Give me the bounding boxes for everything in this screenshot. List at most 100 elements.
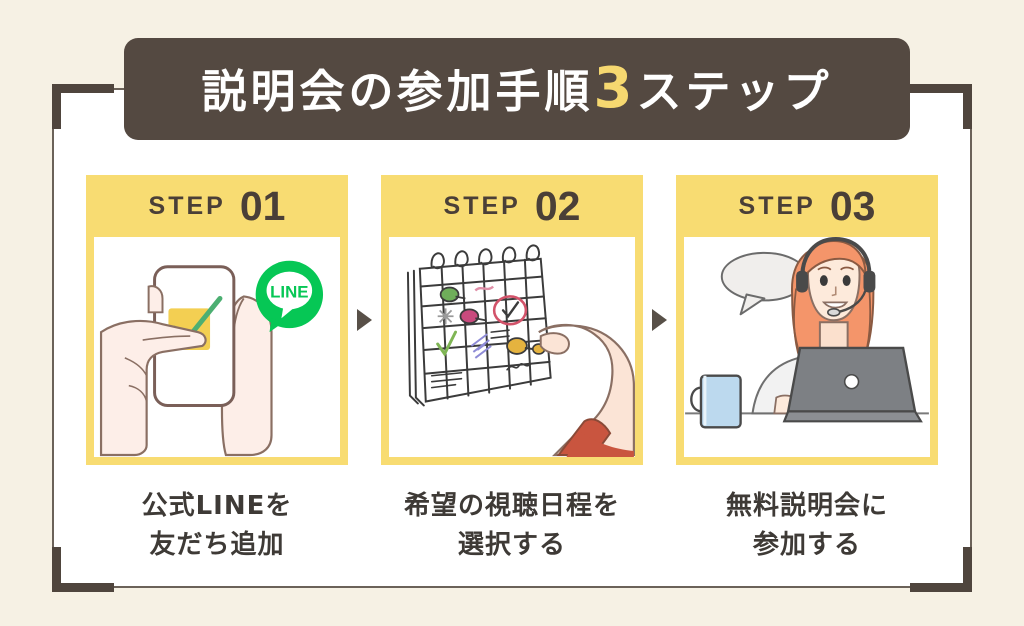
step-word-label: STEP bbox=[443, 191, 521, 220]
step-header-03: STEP 03 bbox=[684, 175, 930, 237]
laptop-logo bbox=[843, 373, 860, 390]
calendar-row-line-1 bbox=[420, 295, 545, 308]
thumb-shape bbox=[539, 332, 570, 355]
step-number-label: 03 bbox=[829, 182, 876, 229]
asterisk-mark bbox=[437, 308, 454, 325]
calendar-header-rule bbox=[419, 275, 543, 288]
bracket-horizontal-bar bbox=[910, 583, 972, 592]
step-number-label: 01 bbox=[239, 182, 286, 229]
caption-line-2: 参加する bbox=[752, 530, 861, 560]
note-line-2 bbox=[430, 377, 463, 383]
speech-bubble bbox=[720, 251, 808, 316]
note-line-3 bbox=[430, 383, 457, 389]
purple-hatch-block bbox=[470, 333, 492, 359]
triangle-right-icon bbox=[357, 309, 372, 331]
step-caption-03: 無料説明会に 参加する bbox=[726, 487, 888, 565]
title-accent-number: 3 bbox=[593, 56, 637, 121]
step-word-label: STEP bbox=[738, 191, 816, 220]
checkmark-in-circle bbox=[501, 301, 520, 319]
step-illustration-03 bbox=[684, 237, 930, 457]
pink-scribble bbox=[474, 285, 495, 292]
corner-bracket-bottom-right bbox=[910, 530, 972, 592]
push-pin-gold bbox=[506, 337, 546, 355]
eyebrow-right bbox=[840, 266, 855, 271]
flow-arrow-2 bbox=[643, 175, 676, 465]
calendar-ring-2 bbox=[454, 250, 469, 268]
headset-earpiece-left bbox=[796, 270, 808, 293]
line-logo-badge: LINE bbox=[255, 260, 324, 333]
nose bbox=[831, 286, 837, 297]
woman-headset-laptop-illustration bbox=[685, 237, 929, 429]
line-bubble-white bbox=[266, 271, 313, 310]
triangle-right-icon bbox=[652, 309, 667, 331]
calendar-col-line-3 bbox=[482, 262, 491, 394]
headset-earpiece-right bbox=[863, 270, 876, 293]
step-illustration-01: LINE bbox=[94, 237, 340, 457]
signature-scribble bbox=[506, 363, 532, 371]
left-hand-shape bbox=[99, 319, 207, 457]
laptop-base bbox=[782, 410, 923, 423]
flow-arrow-1 bbox=[348, 175, 381, 465]
step-card-03[interactable]: STEP 03 bbox=[676, 175, 938, 465]
bracket-horizontal-bar bbox=[52, 583, 114, 592]
corner-bracket-top-left bbox=[52, 84, 114, 146]
eyebrow-left bbox=[817, 266, 832, 271]
step-header-02: STEP 02 bbox=[389, 175, 635, 237]
bracket-horizontal-bar bbox=[52, 84, 114, 93]
headset-mic-tip bbox=[827, 308, 841, 317]
caption-line-1: 公式LINEを bbox=[141, 491, 293, 521]
step-number-label: 02 bbox=[534, 182, 581, 229]
bracket-vertical-bar bbox=[52, 547, 61, 592]
title-prefix: 説明会の参加手順 bbox=[201, 65, 594, 118]
knuckle-nub bbox=[147, 285, 164, 314]
red-circle-highlight bbox=[492, 295, 528, 326]
eye-right bbox=[842, 275, 851, 287]
step-word-label: STEP bbox=[148, 191, 226, 220]
green-check-mark bbox=[436, 330, 458, 357]
calendar-ring-4 bbox=[501, 246, 517, 264]
step-caption-01: 公式LINEを 友だち追加 bbox=[142, 487, 293, 565]
bracket-vertical-bar bbox=[52, 84, 61, 129]
hands-holding-phone-illustration: LINE bbox=[99, 260, 324, 457]
step-item-03: STEP 03 bbox=[676, 175, 938, 565]
step-header-01: STEP 01 bbox=[94, 175, 340, 237]
step-illustration-02 bbox=[389, 237, 635, 457]
line-logo-text: LINE bbox=[270, 282, 308, 301]
red-sleeve-fill bbox=[566, 431, 634, 457]
calendar-ring-3 bbox=[478, 248, 493, 266]
cell-line-1 bbox=[490, 329, 510, 333]
step-card-02[interactable]: STEP 02 bbox=[381, 175, 643, 465]
caption-line-1: 無料説明会に bbox=[725, 491, 888, 521]
steps-row: STEP 01 bbox=[52, 175, 972, 575]
calendar-page-edge-1 bbox=[406, 271, 419, 405]
eye-left bbox=[819, 275, 828, 287]
line-bubble-white-tail bbox=[281, 306, 294, 319]
step-card-01[interactable]: STEP 01 bbox=[86, 175, 348, 465]
calendar-group bbox=[406, 244, 552, 407]
headset-band bbox=[800, 237, 872, 275]
title-banner: 説明会の参加手順3ステップ bbox=[124, 38, 910, 140]
calendar-row-line-2 bbox=[421, 317, 547, 330]
cell-line-2 bbox=[490, 335, 510, 339]
step-item-02: STEP 02 bbox=[381, 175, 643, 565]
corner-bracket-bottom-left bbox=[52, 530, 114, 592]
calendar-page-edge-2 bbox=[412, 269, 425, 407]
push-pin-green bbox=[439, 286, 466, 303]
caption-line-2: 選択する bbox=[457, 530, 566, 560]
bracket-horizontal-bar bbox=[910, 84, 972, 93]
finger-crease-1 bbox=[142, 335, 191, 341]
push-pin-magenta bbox=[459, 308, 486, 325]
step-caption-02: 希望の視聴日程を 選択する bbox=[404, 487, 620, 565]
finger-crease-3 bbox=[128, 384, 148, 402]
caption-line-2: 友だち追加 bbox=[149, 530, 285, 560]
bracket-vertical-bar bbox=[963, 84, 972, 129]
corner-bracket-top-right bbox=[910, 84, 972, 146]
caption-line-1: 希望の視聴日程を bbox=[403, 491, 620, 521]
mug-handle bbox=[690, 386, 702, 413]
calendar-ring-1 bbox=[430, 252, 445, 270]
page-title: 説明会の参加手順3ステップ bbox=[202, 61, 833, 117]
finger-crease-2 bbox=[124, 357, 148, 377]
calendar-with-hand-illustration bbox=[406, 244, 635, 457]
line-logo-tail bbox=[269, 318, 284, 333]
